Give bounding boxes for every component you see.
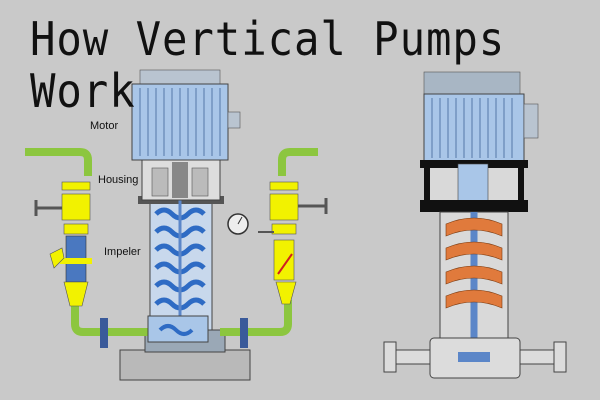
- page-title-line-2: Work: [30, 64, 136, 118]
- right-valve-assembly: [258, 181, 328, 305]
- housing-label: Housing: [98, 174, 139, 186]
- impeller-label: Impeler: [104, 246, 141, 258]
- right-pump-coupling-frame: [420, 160, 528, 212]
- left-valve-assembly: [34, 181, 92, 307]
- right-pump-casing: [383, 337, 567, 379]
- left-pump-base: [119, 349, 251, 381]
- right-pump-motor: [423, 71, 539, 163]
- left-pump-volute: [147, 315, 209, 343]
- left-pump-discharge-pipe: [220, 148, 318, 336]
- right-pump-impellers: [445, 217, 503, 309]
- page-title-line-1: How Vertical Pumps: [30, 12, 506, 66]
- motor-label: Motor: [90, 120, 119, 132]
- left-flange: [100, 318, 108, 348]
- left-pump-suction-pipe: [25, 148, 150, 336]
- right-flange: [240, 318, 248, 348]
- left-pump-motor: [131, 69, 241, 161]
- pressure-gauge: [227, 213, 249, 235]
